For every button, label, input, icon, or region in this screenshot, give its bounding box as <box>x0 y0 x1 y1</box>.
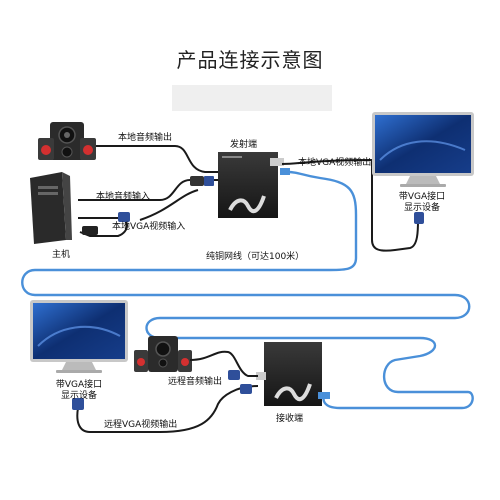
label-local-vga-out: 本地VGA视频输出 <box>298 158 372 168</box>
top-monitor <box>372 112 474 187</box>
vga-plug-icon <box>204 176 214 186</box>
label-bottom-monitor: 带VGA接口 显示设备 <box>54 380 104 402</box>
label-transmitter: 发射端 <box>230 140 258 150</box>
label-top-monitor: 带VGA接口 显示设备 <box>397 192 447 214</box>
label-bottom-monitor-line2: 显示设备 <box>60 391 97 401</box>
label-remote-vga-out: 远程VGA视频输出 <box>104 420 178 430</box>
transmitter-device <box>218 152 290 218</box>
lan-cable <box>21 170 474 410</box>
bottom-monitor <box>30 300 128 373</box>
label-remote-audio-out: 远程音频输出 <box>168 377 223 387</box>
receiver-device <box>256 342 330 406</box>
top-speakers <box>38 122 96 160</box>
bottom-speakers <box>134 336 192 372</box>
label-local-vga-in: 本地VGA视频输入 <box>112 222 186 232</box>
label-local-audio-out: 本地音频输出 <box>118 133 173 143</box>
host-computer <box>30 172 72 244</box>
label-cable-note: 纯铜网线（可达100米） <box>206 252 305 262</box>
vga-plug-icon <box>72 398 84 410</box>
label-top-monitor-line2: 显示设备 <box>403 203 440 213</box>
label-bottom-monitor-line1: 带VGA接口 <box>55 380 103 390</box>
label-top-monitor-line1: 带VGA接口 <box>398 192 446 202</box>
vga-plug-icon <box>228 370 240 380</box>
label-host: 主机 <box>52 250 71 260</box>
vga-plug-icon <box>414 212 424 224</box>
vga-plug-icon <box>190 176 204 186</box>
vga-plug-icon <box>82 226 98 235</box>
vga-plug-icon <box>118 212 130 222</box>
label-receiver: 接收端 <box>276 414 304 424</box>
page-title: 产品连接示意图 <box>176 48 324 72</box>
label-local-audio-in: 本地音频输入 <box>96 192 151 202</box>
grey-banner <box>172 85 332 111</box>
vga-plug-icon <box>240 384 252 394</box>
local-vga-cable <box>281 158 419 252</box>
remote-cables <box>76 350 259 433</box>
